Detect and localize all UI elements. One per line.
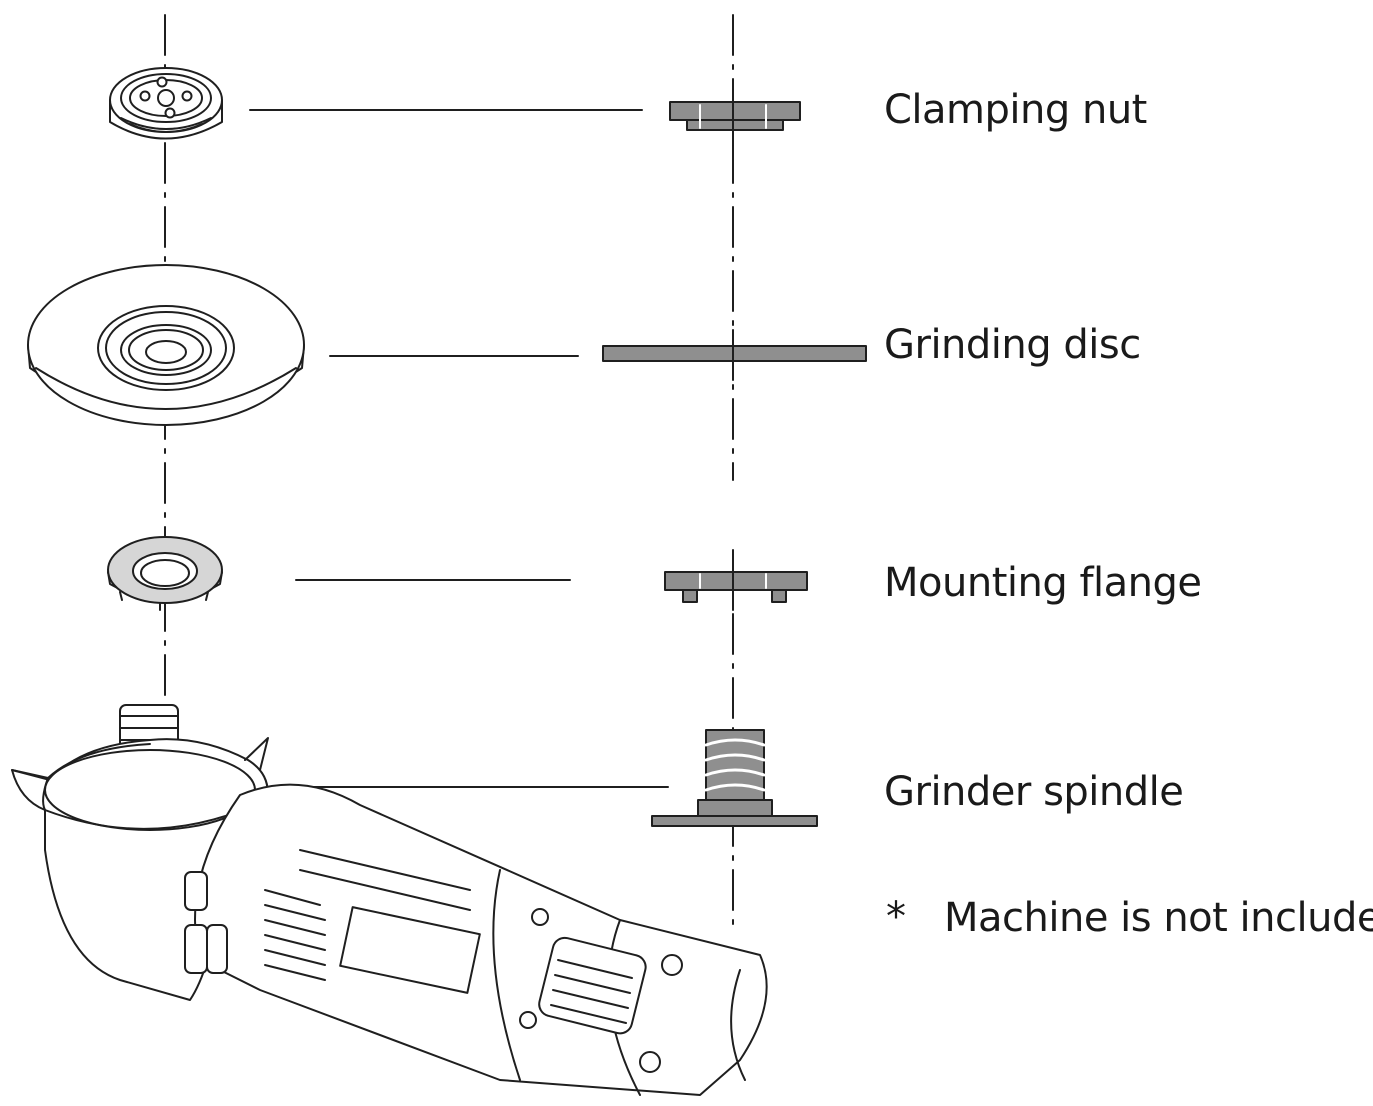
grinding-disc-section [602, 329, 867, 381]
angle-grinder-illustration [11, 704, 768, 1096]
mounting-flange-illustration [107, 536, 223, 611]
vent-grill-right [550, 959, 633, 1024]
grinder-spindle-section [651, 729, 818, 827]
leader-lines [174, 109, 669, 788]
label-grinder-spindle: Grinder spindle [884, 769, 1184, 815]
label-clamping-nut: Clamping nut [884, 87, 1147, 133]
label-mounting-flange: Mounting flange [884, 560, 1202, 606]
label-grinding-disc: Grinding disc [884, 322, 1141, 368]
clamping-nut-section [669, 89, 801, 146]
clamping-nut-illustration [109, 67, 223, 140]
mounting-flange-section [664, 554, 808, 611]
grinding-disc-illustration [27, 264, 305, 426]
note-machine-not-included: Machine is not included [944, 895, 1373, 941]
vent-grill-left [264, 849, 471, 981]
note-marker: * [886, 894, 906, 940]
